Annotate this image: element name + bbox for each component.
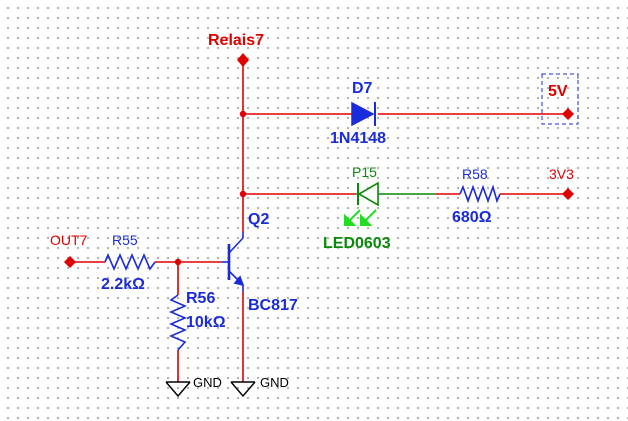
wires [70, 60, 568, 382]
r58-value: 680Ω [452, 209, 492, 226]
junction-dot [239, 110, 247, 118]
port-relais[interactable] [237, 53, 249, 67]
transistor-q2-symbol[interactable] [222, 232, 245, 292]
junction-dot [174, 258, 182, 266]
r58-reference: R58 [462, 166, 488, 182]
net-label-gnd-1: GND [193, 375, 222, 390]
diode-triangle [351, 101, 375, 127]
led-triangle [357, 181, 379, 207]
led-arrow-icon [348, 209, 361, 222]
r56-reference: R56 [186, 290, 215, 307]
q2-value: BC817 [248, 297, 298, 314]
junction-dot [239, 190, 247, 198]
port-5v[interactable] [562, 108, 574, 120]
p15-reference: P15 [352, 164, 377, 180]
r56-value: 10kΩ [186, 314, 226, 331]
net-label-gnd-2: GND [260, 375, 289, 390]
junctions [174, 110, 247, 266]
q2-collector-lead [228, 237, 244, 254]
port-3v3[interactable] [562, 188, 574, 200]
diode-d7-symbol[interactable] [351, 101, 376, 127]
led-arrowhead-icon [344, 213, 357, 226]
resistor-r56-symbol[interactable] [168, 294, 188, 351]
net-label-5v: 5V [548, 83, 568, 100]
d7-value: 1N4148 [330, 130, 386, 147]
q2-reference: Q2 [248, 211, 269, 228]
led-arrow-icon [364, 209, 377, 222]
resistor-r58-symbol[interactable] [459, 184, 501, 204]
net-ports [64, 53, 574, 268]
led-arrowhead-icon [360, 213, 373, 226]
p15-value: LED0603 [323, 235, 391, 252]
led-p15-symbol[interactable] [344, 181, 379, 226]
ground-symbol-2 [230, 381, 256, 398]
net-label-relais: Relais7 [208, 32, 264, 49]
resistor-r55-symbol[interactable] [104, 252, 156, 272]
power-flag-box [541, 73, 579, 125]
net-label-3v3: 3V3 [549, 166, 574, 182]
r55-reference: R55 [112, 232, 138, 248]
net-label-out7: OUT7 [50, 232, 88, 248]
r55-value: 2.2kΩ [101, 276, 145, 293]
q2-emitter-arrow-icon [233, 275, 245, 287]
port-out7[interactable] [64, 256, 76, 268]
ground-symbol-1 [165, 381, 191, 398]
d7-reference: D7 [352, 80, 373, 97]
